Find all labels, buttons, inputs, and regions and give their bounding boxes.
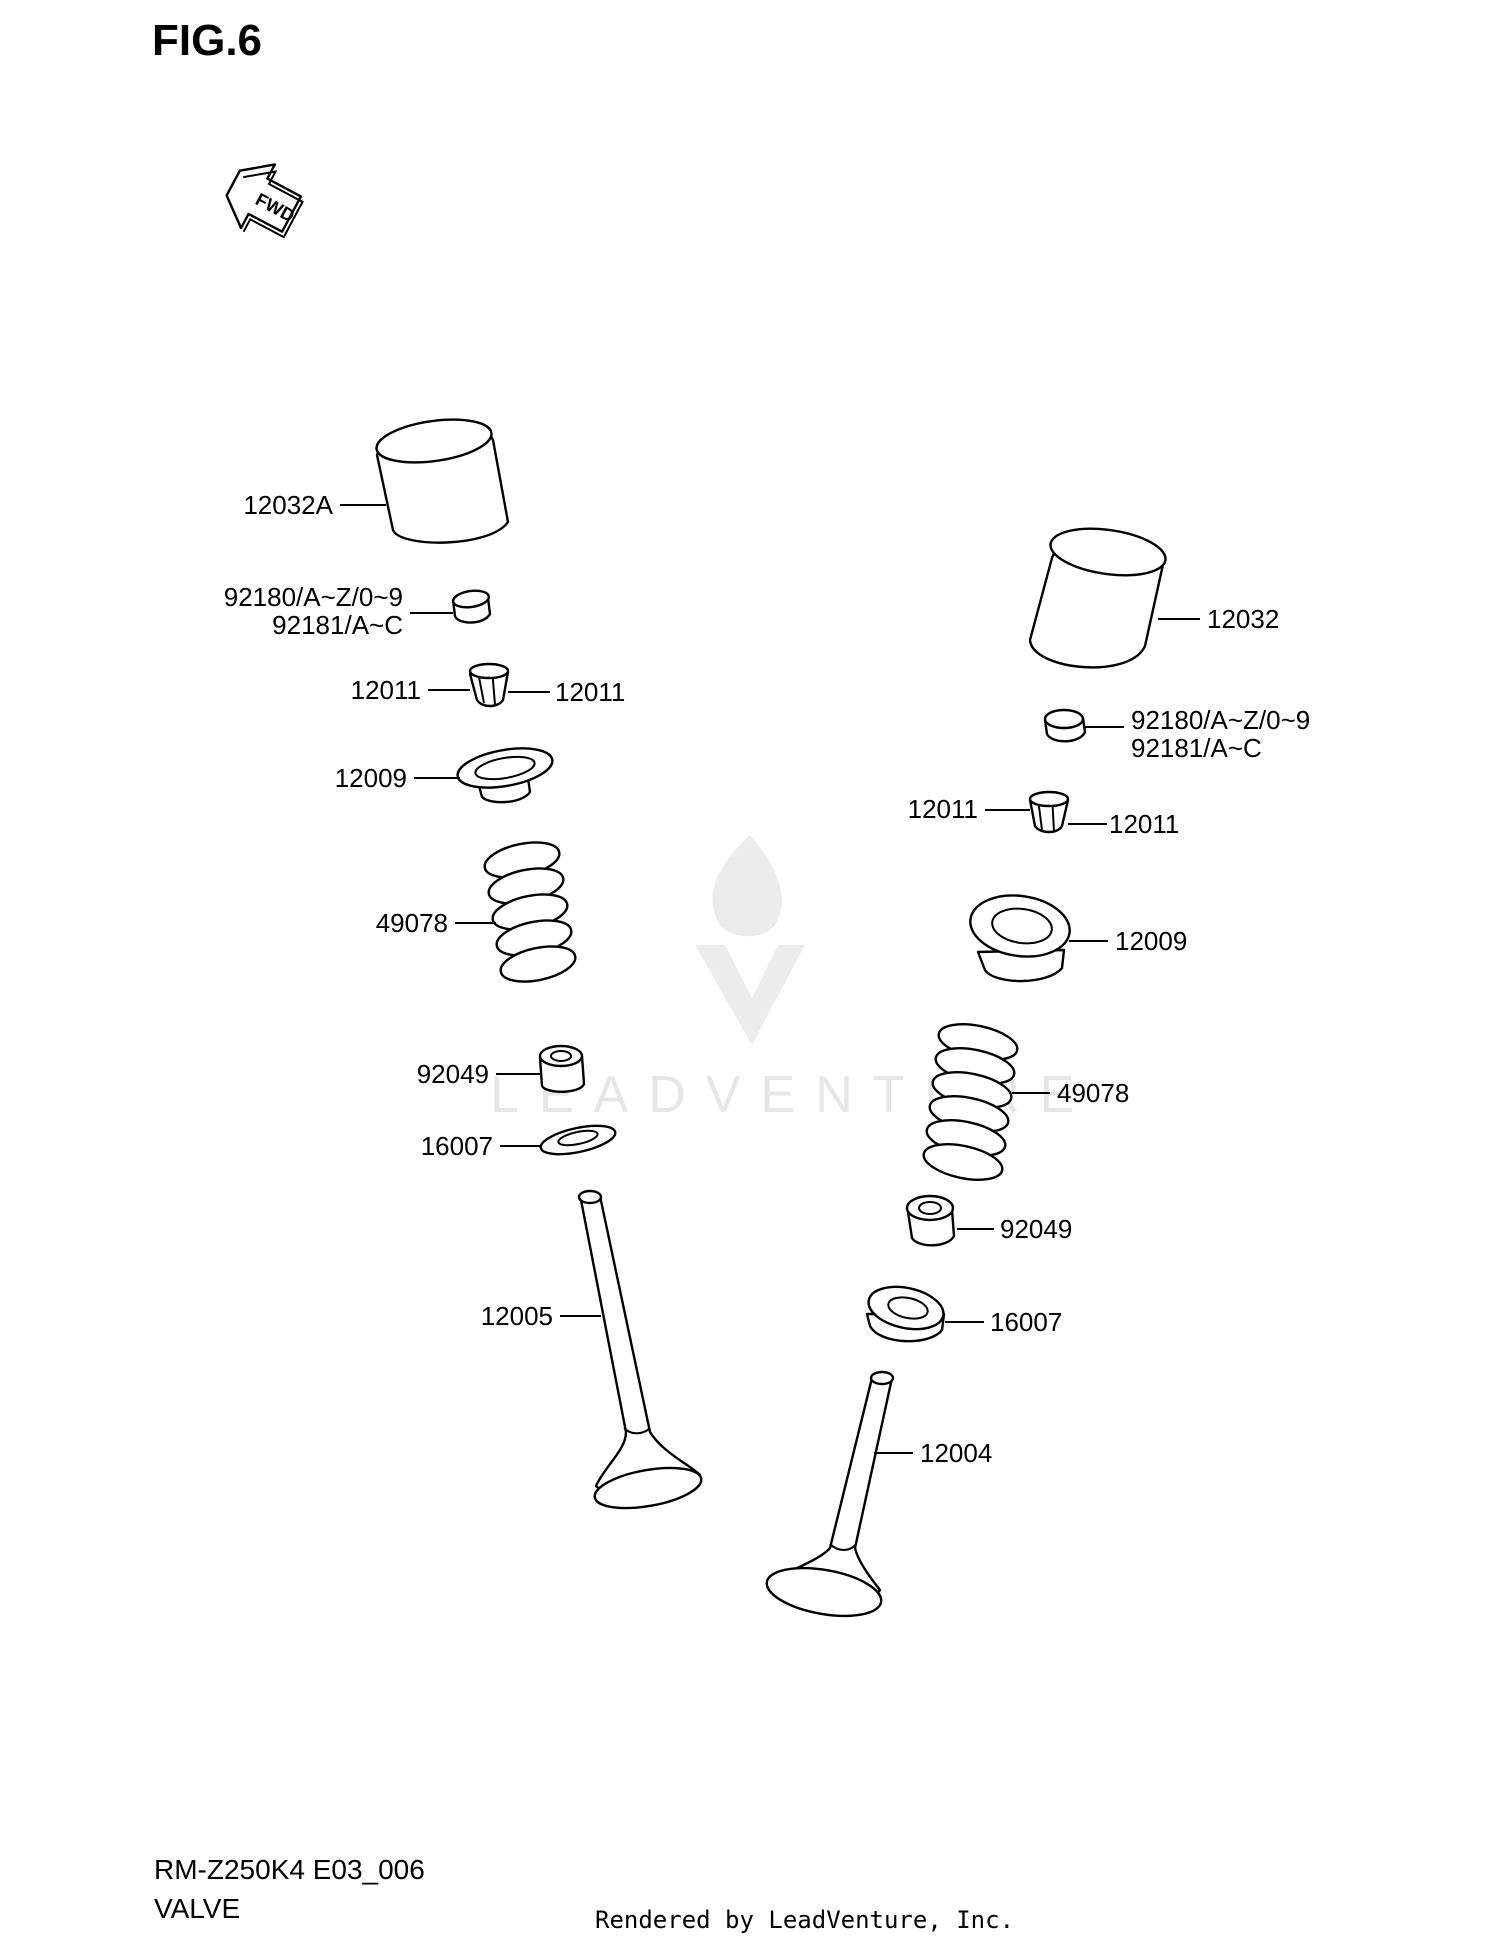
label-left-shim-1: 92180/A~Z/0~9 <box>224 582 403 612</box>
right-cotter <box>1028 790 1070 834</box>
label-right-shim-2: 92181/A~C <box>1131 733 1262 763</box>
label-right-tappet: 12032 <box>1207 604 1279 634</box>
watermark-flame-icon <box>712 835 782 937</box>
label-left-spring: 49078 <box>376 908 448 938</box>
model-code: RM-Z250K4 E03_006 <box>154 1854 425 1885</box>
label-left-seal: 92049 <box>417 1059 489 1089</box>
left-seal <box>538 1044 586 1093</box>
fwd-arrow-icon: FWD <box>225 163 304 239</box>
left-cotter <box>468 662 510 708</box>
label-right-retainer: 12009 <box>1115 926 1187 956</box>
left-spring-seat <box>539 1124 617 1156</box>
left-tappet <box>375 418 510 544</box>
rendered-by: Rendered by LeadVenture, Inc. <box>595 1906 1014 1934</box>
label-left-cotter-b: 12011 <box>555 677 625 707</box>
left-shim <box>451 589 492 624</box>
figure-title: FIG.6 <box>152 16 262 65</box>
label-right-cotter-a: 12011 <box>908 794 978 824</box>
label-left-valve: 12005 <box>481 1301 553 1331</box>
left-spring <box>483 841 577 983</box>
left-retainer <box>456 747 554 804</box>
right-spring-seat <box>865 1285 946 1343</box>
right-valve <box>765 1370 895 1618</box>
section-name: VALVE <box>154 1893 240 1924</box>
watermark-v-icon <box>695 945 805 1045</box>
right-shim <box>1043 708 1087 743</box>
label-right-valve: 12004 <box>920 1438 992 1468</box>
label-right-cotter-b: 12011 <box>1109 809 1179 839</box>
left-valve <box>577 1189 703 1510</box>
right-seal <box>905 1194 956 1247</box>
label-left-tappet: 12032A <box>243 490 333 520</box>
label-left-spring-seat: 16007 <box>421 1131 493 1161</box>
label-right-seal: 92049 <box>1000 1214 1072 1244</box>
right-tappet <box>1028 527 1167 669</box>
label-left-shim-2: 92181/A~C <box>272 610 403 640</box>
label-right-shim-1: 92180/A~Z/0~9 <box>1131 705 1310 735</box>
label-right-spring: 49078 <box>1057 1078 1129 1108</box>
label-left-retainer: 12009 <box>335 763 407 793</box>
label-right-spring-seat: 16007 <box>990 1307 1062 1337</box>
right-retainer <box>969 894 1071 983</box>
right-spring <box>922 1023 1019 1181</box>
label-left-cotter-a: 12011 <box>351 675 421 705</box>
